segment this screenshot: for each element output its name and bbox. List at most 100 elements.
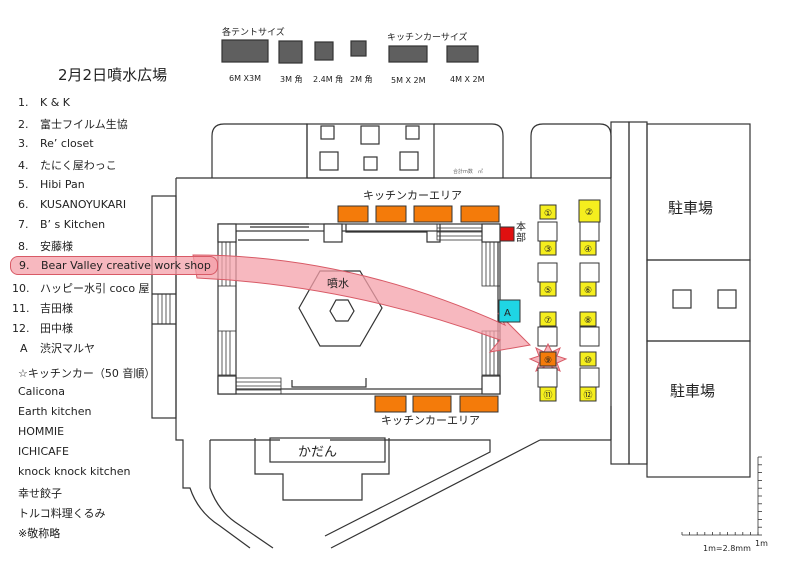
parking-lot-bottom (646, 340, 751, 478)
total-area-label: 合計m数 ㎡ (453, 168, 483, 175)
vendor-item: 10.ハッピー水引 coco 屋 (12, 282, 150, 295)
kitchen-car-slot (460, 205, 500, 223)
highlight-arrow (192, 254, 532, 353)
vendor-item: 4.たにく屋わっこ (18, 159, 117, 172)
legend-tent-6x3 (221, 39, 269, 63)
kitchen-car-item: ICHICAFE (18, 445, 69, 458)
hq-label: 本部 (516, 222, 526, 244)
tent-size-label: 2M 角 (350, 75, 373, 84)
kitchen-size-label: 4M X 2M (450, 75, 485, 84)
kitchen-car-slot (337, 205, 369, 223)
booth-10[interactable] (579, 351, 597, 367)
vendor-item: 7.B’ s Kitchen (18, 218, 106, 231)
kitchen-car-item: トルコ料理くるみ (18, 507, 106, 520)
booth-a-label: A (504, 308, 511, 319)
scale-bar (682, 457, 759, 536)
kitchen-car-item: knock knock kitchen (18, 465, 131, 478)
legend-kitchen-5x2 (388, 45, 428, 63)
kitchen-car-item: 幸せ餃子 (18, 487, 62, 500)
kitchen-cars-bottom (374, 395, 499, 413)
tent-size-label: 6M X3M (229, 74, 262, 83)
booths (528, 199, 601, 402)
booth-3[interactable] (539, 240, 557, 256)
kitchen-car-item: Earth kitchen (18, 405, 92, 418)
parking-middle (646, 259, 751, 342)
road-strip (610, 121, 630, 465)
building-right (434, 123, 504, 178)
walkway-left (209, 440, 274, 549)
flowerbed-outline (254, 438, 390, 501)
scale-unit: 1m (755, 539, 768, 548)
booth-5[interactable] (539, 281, 557, 297)
kitchen-area-label-bottom: キッチンカーエリア (381, 414, 480, 427)
kitchen-area-label-top: キッチンカーエリア (363, 189, 462, 202)
kitchen-car-item: Calicona (18, 385, 66, 398)
booth-a[interactable] (498, 299, 521, 323)
parking-label-top: 駐車場 (668, 199, 713, 217)
pillar (360, 125, 380, 145)
booth-number: ⑥ (584, 286, 592, 296)
vendor-item-highlighted[interactable]: 9.Bear Valley creative work shop (10, 256, 218, 275)
booth-number: ⑫ (583, 390, 592, 401)
booth-1[interactable] (539, 204, 557, 220)
pillar (320, 125, 335, 140)
stairs-left-strip (152, 293, 176, 325)
legend-tent-2-4 (314, 41, 334, 61)
legend-tent-3 (278, 40, 303, 64)
booth-11[interactable] (539, 386, 557, 402)
pillar (363, 156, 378, 171)
pillar (319, 151, 339, 171)
booth-number: ⑩ (584, 356, 592, 366)
kitchen-car-heading: ☆キッチンカー（50 音順） (18, 367, 156, 380)
pillar (717, 289, 737, 309)
tent-size-heading: 各テントサイズ (222, 28, 285, 38)
vendor-item: 11.吉田様 (12, 302, 73, 315)
hq-marker[interactable] (499, 226, 515, 242)
road-strip (628, 121, 648, 465)
booth-number: ③ (544, 245, 552, 255)
tent-size-label: 3M 角 (280, 75, 303, 84)
booth-12[interactable] (579, 386, 597, 402)
booth-6[interactable] (579, 281, 597, 297)
booth-7[interactable] (539, 311, 557, 327)
kitchen-car-slot (375, 205, 407, 223)
vendor-item: 6.KUSANOYUKARI (18, 198, 127, 211)
kitchen-car-slot (412, 395, 452, 413)
pillar (672, 289, 692, 309)
vendor-item: 1.K & K (18, 96, 70, 109)
legend-tent-2 (350, 40, 367, 57)
vendor-item: 3.Re’ closet (18, 137, 94, 150)
booth-8[interactable] (579, 311, 597, 327)
page-title: 2月2日噴水広場 (58, 66, 168, 84)
booth-number: ② (585, 208, 593, 218)
fountain-inner (235, 230, 499, 390)
kitchen-car-slot (459, 395, 499, 413)
booth-number: ⑤ (544, 286, 552, 296)
building-far-right (530, 123, 612, 178)
booth-number: ① (544, 209, 552, 219)
tent-size-label: 2.4M 角 (313, 75, 344, 84)
honorifics-note: ※敬称略 (18, 527, 61, 540)
kitchen-size-heading: キッチンカーサイズ (387, 33, 468, 43)
walkway-right (330, 439, 611, 549)
scale-label: 1m=2.8mm (703, 544, 751, 553)
pillar (405, 125, 420, 140)
vendor-item: 8.安藤様 (18, 240, 73, 253)
kitchen-car-slot (413, 205, 453, 223)
kitchen-car-item: HOMMIE (18, 425, 65, 438)
side-strip (151, 195, 177, 419)
vendor-item: 5.Hibi Pan (18, 178, 85, 191)
vendor-item: 12.田中様 (12, 322, 73, 335)
booth-number: ④ (584, 245, 592, 255)
booth-9[interactable] (539, 351, 557, 367)
parking-label-bottom: 駐車場 (670, 382, 715, 400)
booth-number: ⑦ (544, 316, 552, 326)
kitchen-car-slot (374, 395, 407, 413)
kitchen-size-label: 5M X 2M (391, 76, 426, 85)
legend-kitchen-4x2 (446, 45, 479, 63)
flowerbed-label: かだん (298, 445, 337, 460)
booth-4[interactable] (579, 240, 597, 256)
pillar (399, 151, 419, 171)
